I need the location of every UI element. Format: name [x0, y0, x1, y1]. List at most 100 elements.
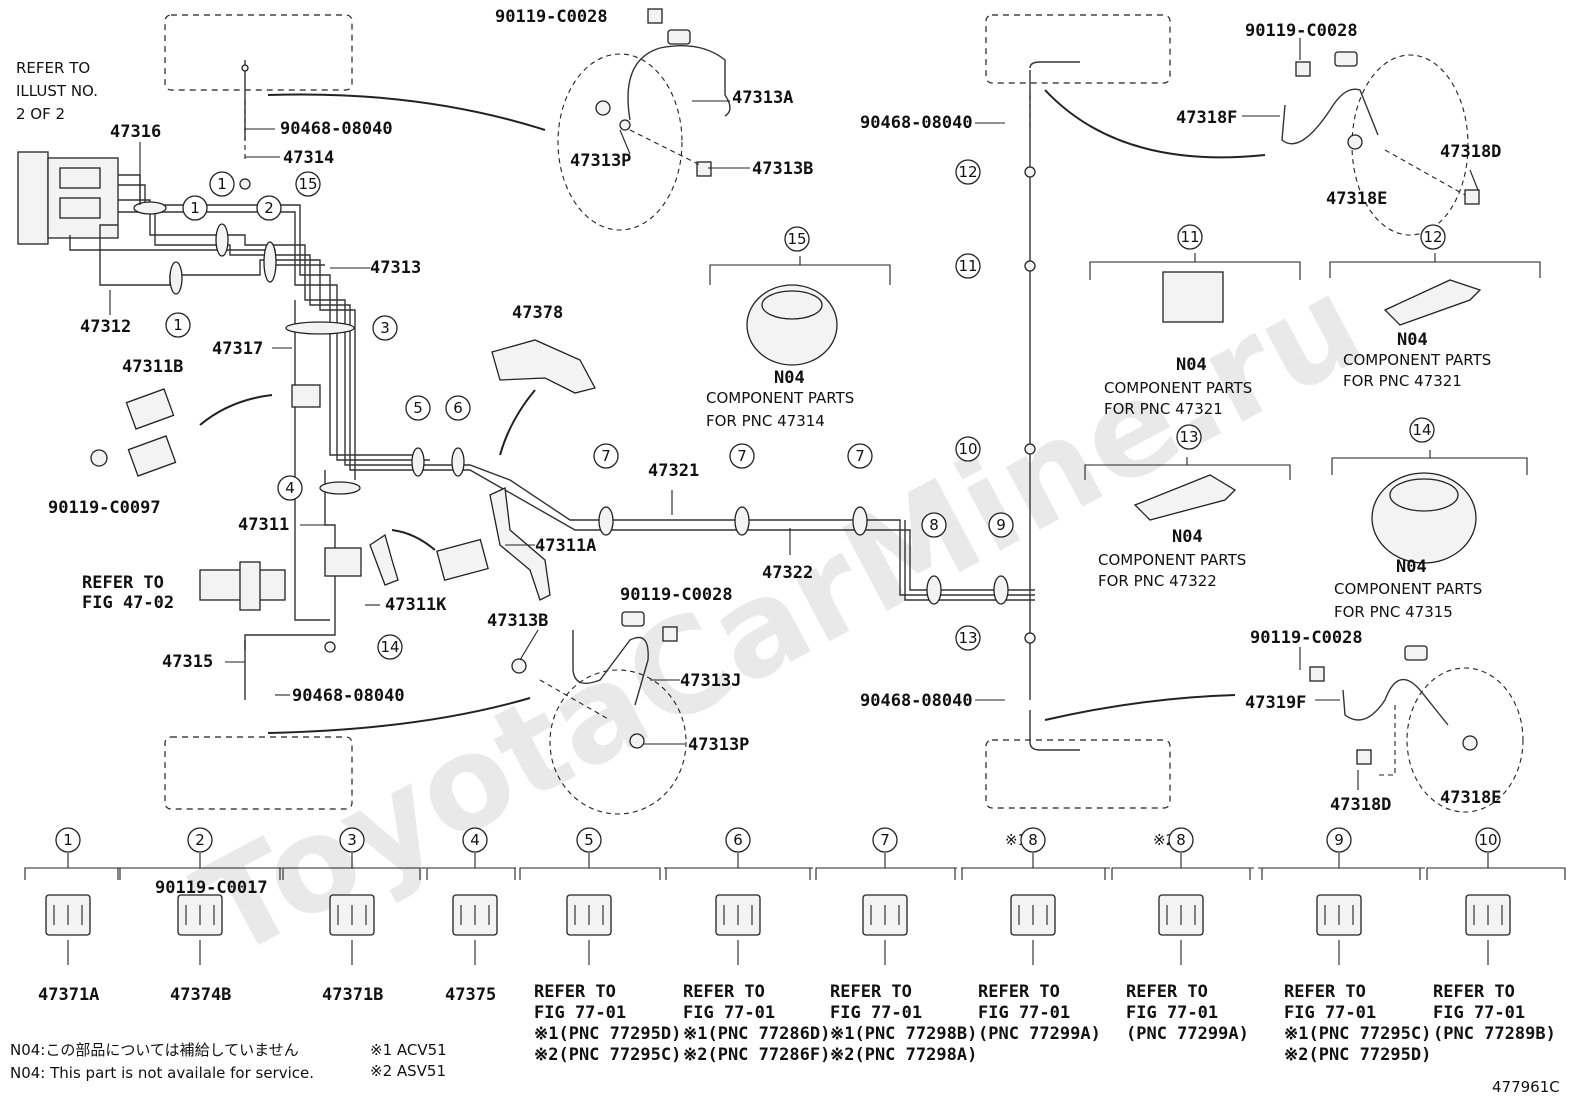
bottom-part-label: 47374B: [170, 985, 231, 1005]
svg-text:6: 6: [453, 399, 463, 417]
part-47322: 47322: [762, 563, 813, 583]
callout-12: 12: [1420, 224, 1446, 250]
callout-7: 7: [593, 443, 619, 469]
callout-2: 2: [256, 195, 282, 221]
callout-7: 7: [847, 443, 873, 469]
svg-text:8: 8: [929, 516, 939, 534]
part-47378: 47378: [512, 303, 563, 323]
bottom-part-number: 5: [584, 831, 594, 849]
callout-15: 15: [784, 226, 810, 252]
bottom-items-layer: 147371A247374B90119-C0017347371B4473755R…: [24, 827, 1566, 1065]
svg-text:7: 7: [601, 447, 611, 465]
part-47318d-b: 47318D: [1330, 795, 1391, 815]
bundle-clamps: [133, 166, 1036, 653]
bottom-part-number: 2: [195, 831, 205, 849]
svg-text:13: 13: [958, 629, 977, 647]
bottom-part-number: 8: [1176, 831, 1186, 849]
part-47318e-b: 47318E: [1440, 788, 1501, 808]
svg-text:1: 1: [190, 199, 200, 217]
part-47315: 47315: [162, 652, 213, 672]
flex-hose-rear-right: [1309, 645, 1524, 813]
bottom-part-number: 8: [1028, 831, 1038, 849]
svg-text:7: 7: [737, 447, 747, 465]
part-47312: 47312: [80, 317, 131, 337]
svg-text:9: 9: [996, 516, 1006, 534]
wheel-box-front-left: [164, 14, 353, 91]
part-47313p-a: 47313P: [570, 151, 631, 171]
callout-10: 10: [955, 436, 981, 462]
svg-text:11: 11: [958, 257, 977, 275]
callout-14: 14: [1409, 417, 1435, 443]
part-90119-c0028-a: 90119-C0028: [495, 7, 608, 27]
flex-hose-front-left: [557, 8, 731, 231]
callout-13: 13: [955, 625, 981, 651]
part-47313j: 47313J: [680, 671, 741, 691]
svg-text:12: 12: [1423, 228, 1442, 246]
wheel-box-rear-right: [985, 739, 1171, 809]
svg-text:1: 1: [173, 316, 183, 334]
part-90468-08040-a: 90468-08040: [280, 119, 393, 139]
part-47313a: 47313A: [732, 88, 793, 108]
leader-lines: [109, 38, 1479, 790]
part-47311a: 47311A: [535, 536, 596, 556]
callout-5: 5: [405, 395, 431, 421]
wheel-box-front-right: [985, 14, 1171, 84]
bottom-part-number: 4: [470, 831, 480, 849]
svg-text:7: 7: [855, 447, 865, 465]
part-90468-08040-d: 90468-08040: [860, 691, 973, 711]
bottom-part-number: 3: [347, 831, 357, 849]
svg-text:14: 14: [380, 638, 399, 656]
svg-text:5: 5: [413, 399, 423, 417]
part-47311b: 47311B: [122, 357, 183, 377]
part-47313b-a: 47313B: [752, 159, 813, 179]
part-47314: 47314: [283, 148, 334, 168]
flex-hose-front-right: [1281, 51, 1480, 236]
callout-9: 9: [988, 512, 1014, 538]
n04-label-13: N04: [1172, 527, 1203, 547]
bottom-part-number: 1: [63, 831, 73, 849]
part-47313p-b: 47313P: [688, 735, 749, 755]
bottom-part-label: 47371A: [38, 985, 99, 1005]
callout-3: 3: [372, 315, 398, 341]
part-47313: 47313: [370, 258, 421, 278]
n04-label-14: N04: [1396, 557, 1427, 577]
callout-11: 11: [955, 253, 981, 279]
note-x1-acv51: ※1 ACV51: [370, 1041, 447, 1059]
svg-text:12: 12: [958, 163, 977, 181]
callout-1: 1: [182, 195, 208, 221]
bottom-part-1: 1 47371A: [24, 827, 119, 1005]
left-part-drawings: [90, 64, 596, 611]
part-90119-c0097: 90119-C0097: [48, 498, 161, 518]
callout-15: 15: [295, 171, 321, 197]
figure-id: 477961C: [1492, 1078, 1560, 1096]
reference-arrows: [199, 89, 1266, 734]
part-90468-08040-b: 90468-08040: [292, 686, 405, 706]
brake-tube-bundle: [69, 60, 1080, 751]
callout-1: 1: [209, 171, 235, 197]
svg-text:3: 3: [380, 319, 390, 337]
svg-text:11: 11: [1180, 228, 1199, 246]
note-x2-asv51: ※2 ASV51: [370, 1062, 446, 1080]
part-47317: 47317: [212, 339, 263, 359]
svg-text:15: 15: [298, 175, 317, 193]
n04-label-11: N04: [1176, 355, 1207, 375]
